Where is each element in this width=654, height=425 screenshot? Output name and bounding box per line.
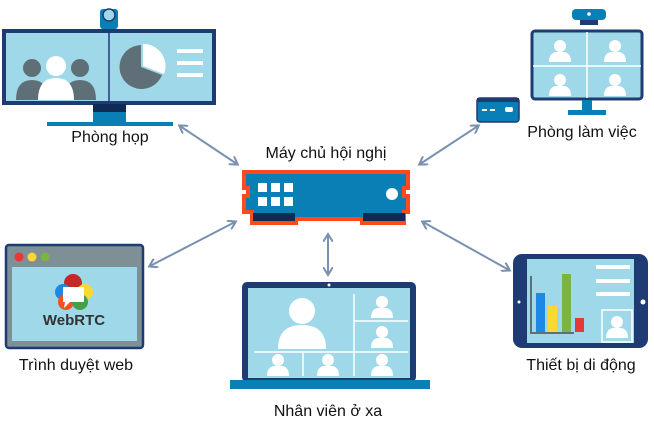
label-office: Phòng làm việc: [527, 124, 637, 141]
laptop-icon: [230, 282, 430, 389]
connection-arrows: [150, 126, 509, 274]
label-meeting-room: Phòng họp: [71, 129, 149, 146]
desktop-monitor-icon: [530, 9, 644, 115]
arrow-mobile: [423, 222, 509, 270]
mini-pc-icon: [476, 97, 520, 123]
webrtc-logo: [55, 274, 93, 310]
server-icon: [242, 170, 410, 225]
browser-window-icon: [4, 243, 145, 350]
label-browser: Trình duyệt web: [18, 357, 134, 374]
webrtc-logo-text: WebRTC: [42, 312, 106, 329]
arrow-browser: [150, 222, 235, 266]
conference-display-icon: [2, 8, 216, 126]
arrow-office: [420, 126, 478, 164]
label-mobile: Thiết bị di động: [526, 357, 636, 374]
tablet-icon: [513, 254, 648, 348]
label-remote: Nhân viên ở xa: [273, 403, 383, 420]
arrow-meeting-room: [180, 126, 237, 164]
label-server: Máy chủ hội nghị: [265, 145, 387, 162]
